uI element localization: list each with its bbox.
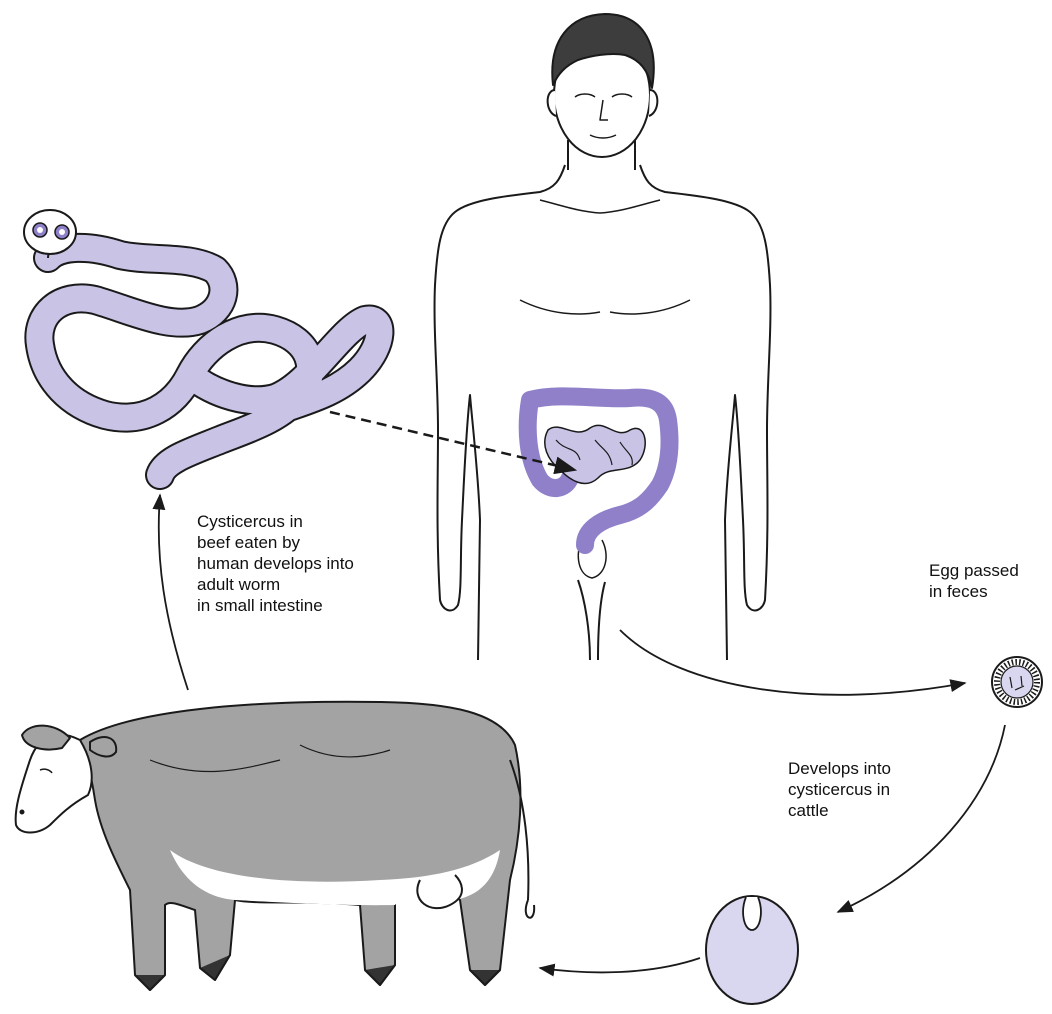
arrow-cysticercus-to-cow bbox=[540, 958, 700, 972]
arrow-cow-to-worm bbox=[159, 495, 188, 690]
arrow-human-to-egg bbox=[620, 630, 965, 695]
intestine-graphic bbox=[528, 396, 670, 545]
cysticercus-stage-label: Develops into cysticercus in cattle bbox=[788, 758, 891, 821]
egg-stage-label: Egg passed in feces bbox=[929, 560, 1019, 602]
cysticercus-graphic bbox=[706, 896, 798, 1004]
adult-worm-stage-label: Cysticercus in beef eaten by human devel… bbox=[197, 511, 354, 616]
adult-tapeworm-graphic bbox=[24, 210, 379, 475]
egg-graphic bbox=[992, 657, 1042, 707]
human-figure bbox=[435, 14, 771, 660]
cow-figure bbox=[16, 702, 535, 990]
